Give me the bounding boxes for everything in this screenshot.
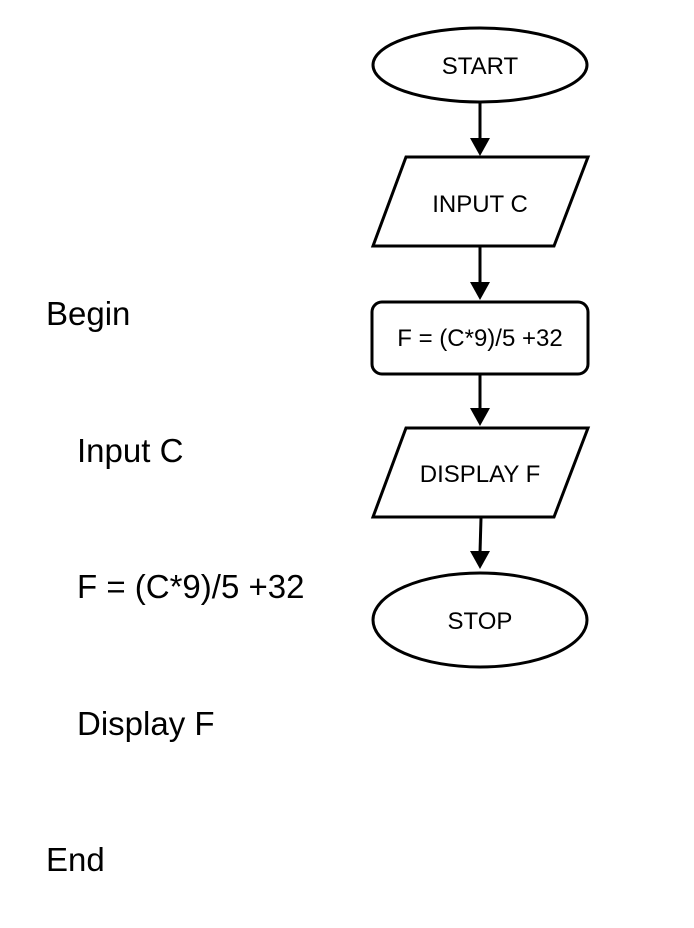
start-terminal: START [371,26,589,104]
output-parallelogram [370,426,591,519]
pseudocode-end: End [46,841,105,878]
output-node: DISPLAY F [370,426,591,519]
pseudocode-begin: Begin [46,295,131,332]
start-ellipse [371,26,589,104]
flowchart: START INPUT C F = (C*9)/5 +32 DISPLAY F … [370,26,591,669]
pseudocode-formula: F = (C*9)/5 +32 [77,568,305,605]
arrow-start-to-input [470,103,490,156]
input-node: INPUT C [370,155,591,248]
start-label: START [442,53,519,80]
process-label: F = (C*9)/5 +32 [397,325,562,352]
output-label: DISPLAY F [420,461,541,488]
process-node: F = (C*9)/5 +32 [370,300,590,376]
pseudocode-display: Display F [77,704,215,742]
input-parallelogram [370,155,591,248]
input-label: INPUT C [432,191,528,218]
arrow-process-to-output [470,375,490,426]
process-rectangle [370,300,590,376]
stop-label: STOP [448,608,513,635]
arrow-input-to-process [470,247,490,300]
stop-terminal: STOP [371,571,589,669]
arrow-output-to-stop [470,517,490,569]
pseudocode-input: Input C [77,431,184,469]
stop-ellipse [371,571,589,669]
